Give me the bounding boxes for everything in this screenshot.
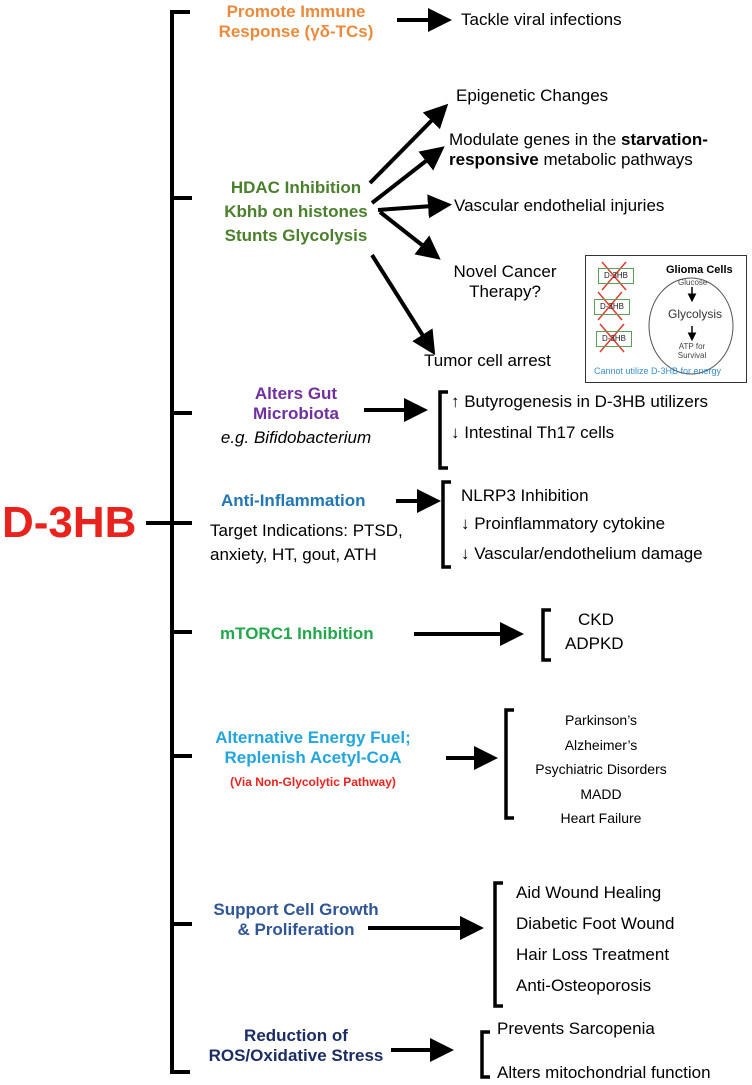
d3hb-box: D-3HB xyxy=(598,268,634,284)
outcome-epigenetic: Epigenetic Changes xyxy=(456,86,609,105)
main-trunk xyxy=(170,10,190,1074)
outcome-vascular-endothelial: Vascular endothelial injuries xyxy=(454,196,665,215)
outcome-mitochondrial: Alters mitochondrial function xyxy=(497,1063,711,1082)
immune-label: Promote Immune Response (γδ-TCs) xyxy=(218,2,374,41)
cell-ellipse xyxy=(648,277,734,375)
outcome-tackle-viral: Tackle viral infections xyxy=(461,10,622,29)
outcome-ckd: CKD xyxy=(578,610,614,629)
outcome-butyrogenesis: ↑ Butyrogenesis in D-3HB utilizers xyxy=(451,392,708,411)
outcome-sarcopenia: Prevents Sarcopenia xyxy=(497,1019,655,1038)
inset-glycolysis: Glycolysis xyxy=(668,307,723,321)
energy-note: (Via Non-Glycolytic Pathway) xyxy=(230,775,396,789)
inflammation-label: Anti-Inflammation xyxy=(221,491,366,510)
inset-title: Glioma Cells xyxy=(666,264,733,276)
main-title: D-3HB xyxy=(2,498,137,547)
d3hb-box: D-3HB xyxy=(596,331,632,347)
outcome-modulate-genes: Modulate genes in the starvation- respon… xyxy=(449,130,708,169)
inset-graphics xyxy=(597,261,734,375)
inset-caption: Cannot utilize D-3HB for energy xyxy=(594,366,722,376)
outcome-tumor-arrest: Tumor cell arrest xyxy=(424,351,551,370)
inflammation-indications: Target Indications: PTSD, anxiety, HT, g… xyxy=(210,521,403,564)
outcome-cancer-therapy: Novel Cancer Therapy? xyxy=(453,262,557,301)
outcome-cytokine: ↓ Proinflammatory cytokine xyxy=(461,514,666,533)
hdac-label: HDAC Inhibition Kbhb on histones Stunts … xyxy=(224,178,368,245)
growth-label: Support Cell Growth & Proliferation xyxy=(213,900,379,939)
outcome-vascular-damage: ↓ Vascular/endothelium damage xyxy=(461,544,703,563)
cross-marks xyxy=(597,261,627,353)
growth-outcomes: Aid Wound Healing Diabetic Foot Wound Ha… xyxy=(516,883,675,995)
energy-label: Alternative Energy Fuel; Replenish Acety… xyxy=(215,728,411,767)
arrows xyxy=(364,8,524,1062)
gut-label: Alters Gut Microbiota xyxy=(253,384,339,423)
outcome-adpkd: ADPKD xyxy=(565,634,624,653)
d3hb-box: D-3HB xyxy=(594,299,630,315)
outcome-th17: ↓ Intestinal Th17 cells xyxy=(451,423,615,442)
inset-glucose: Glucose xyxy=(678,278,708,287)
ros-label: Reduction of ROS/Oxidative Stress xyxy=(208,1026,384,1065)
inset-atp: ATP for Survival xyxy=(677,342,707,361)
mtorc1-label: mTORC1 Inhibition xyxy=(220,624,374,643)
brackets xyxy=(438,390,551,1079)
outcome-nlrp3: NLRP3 Inhibition xyxy=(461,486,589,505)
gut-example: e.g. Bifidobacterium xyxy=(220,428,372,447)
branch-ticks xyxy=(172,196,192,926)
glioma-inset: Glioma Cells D-3HB D-3HB D-3HB Glucose G… xyxy=(585,255,747,383)
energy-outcomes: Parkinson’s Alzheimer’s Psychiatric Diso… xyxy=(535,712,667,826)
